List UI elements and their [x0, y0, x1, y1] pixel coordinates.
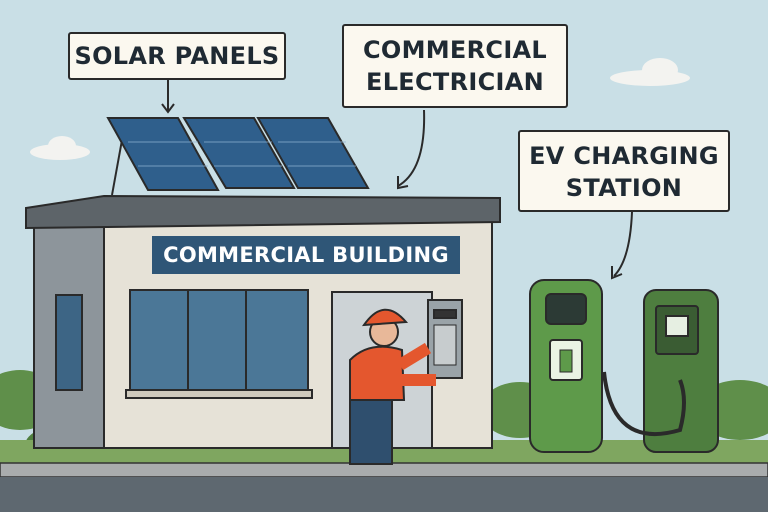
electrician-label-line1: COMMERCIAL: [362, 36, 548, 64]
electrical-panel: [427, 299, 463, 379]
electrician-worker: [349, 308, 436, 465]
electrician-callout: COMMERCIAL ELECTRICIAN: [342, 24, 568, 108]
road: [0, 477, 768, 512]
ev-label-line1: EV CHARGING: [529, 142, 719, 170]
ev-charger-left: [529, 279, 603, 453]
ev-label-line2: STATION: [565, 174, 683, 202]
callout-arrows: [161, 80, 633, 280]
building-sign: COMMERCIAL BUILDING: [152, 236, 460, 274]
sidewalk: [0, 462, 768, 478]
ev-charging-callout: EV CHARGING STATION: [518, 130, 730, 212]
solar-panels-callout: SOLAR PANELS: [68, 32, 286, 80]
solar-panels: [106, 117, 370, 196]
electrician-label-line2: ELECTRICIAN: [366, 68, 544, 96]
cloud: [30, 58, 690, 160]
ev-charger-right: [602, 289, 719, 453]
solar-panels-label: SOLAR PANELS: [74, 42, 280, 70]
